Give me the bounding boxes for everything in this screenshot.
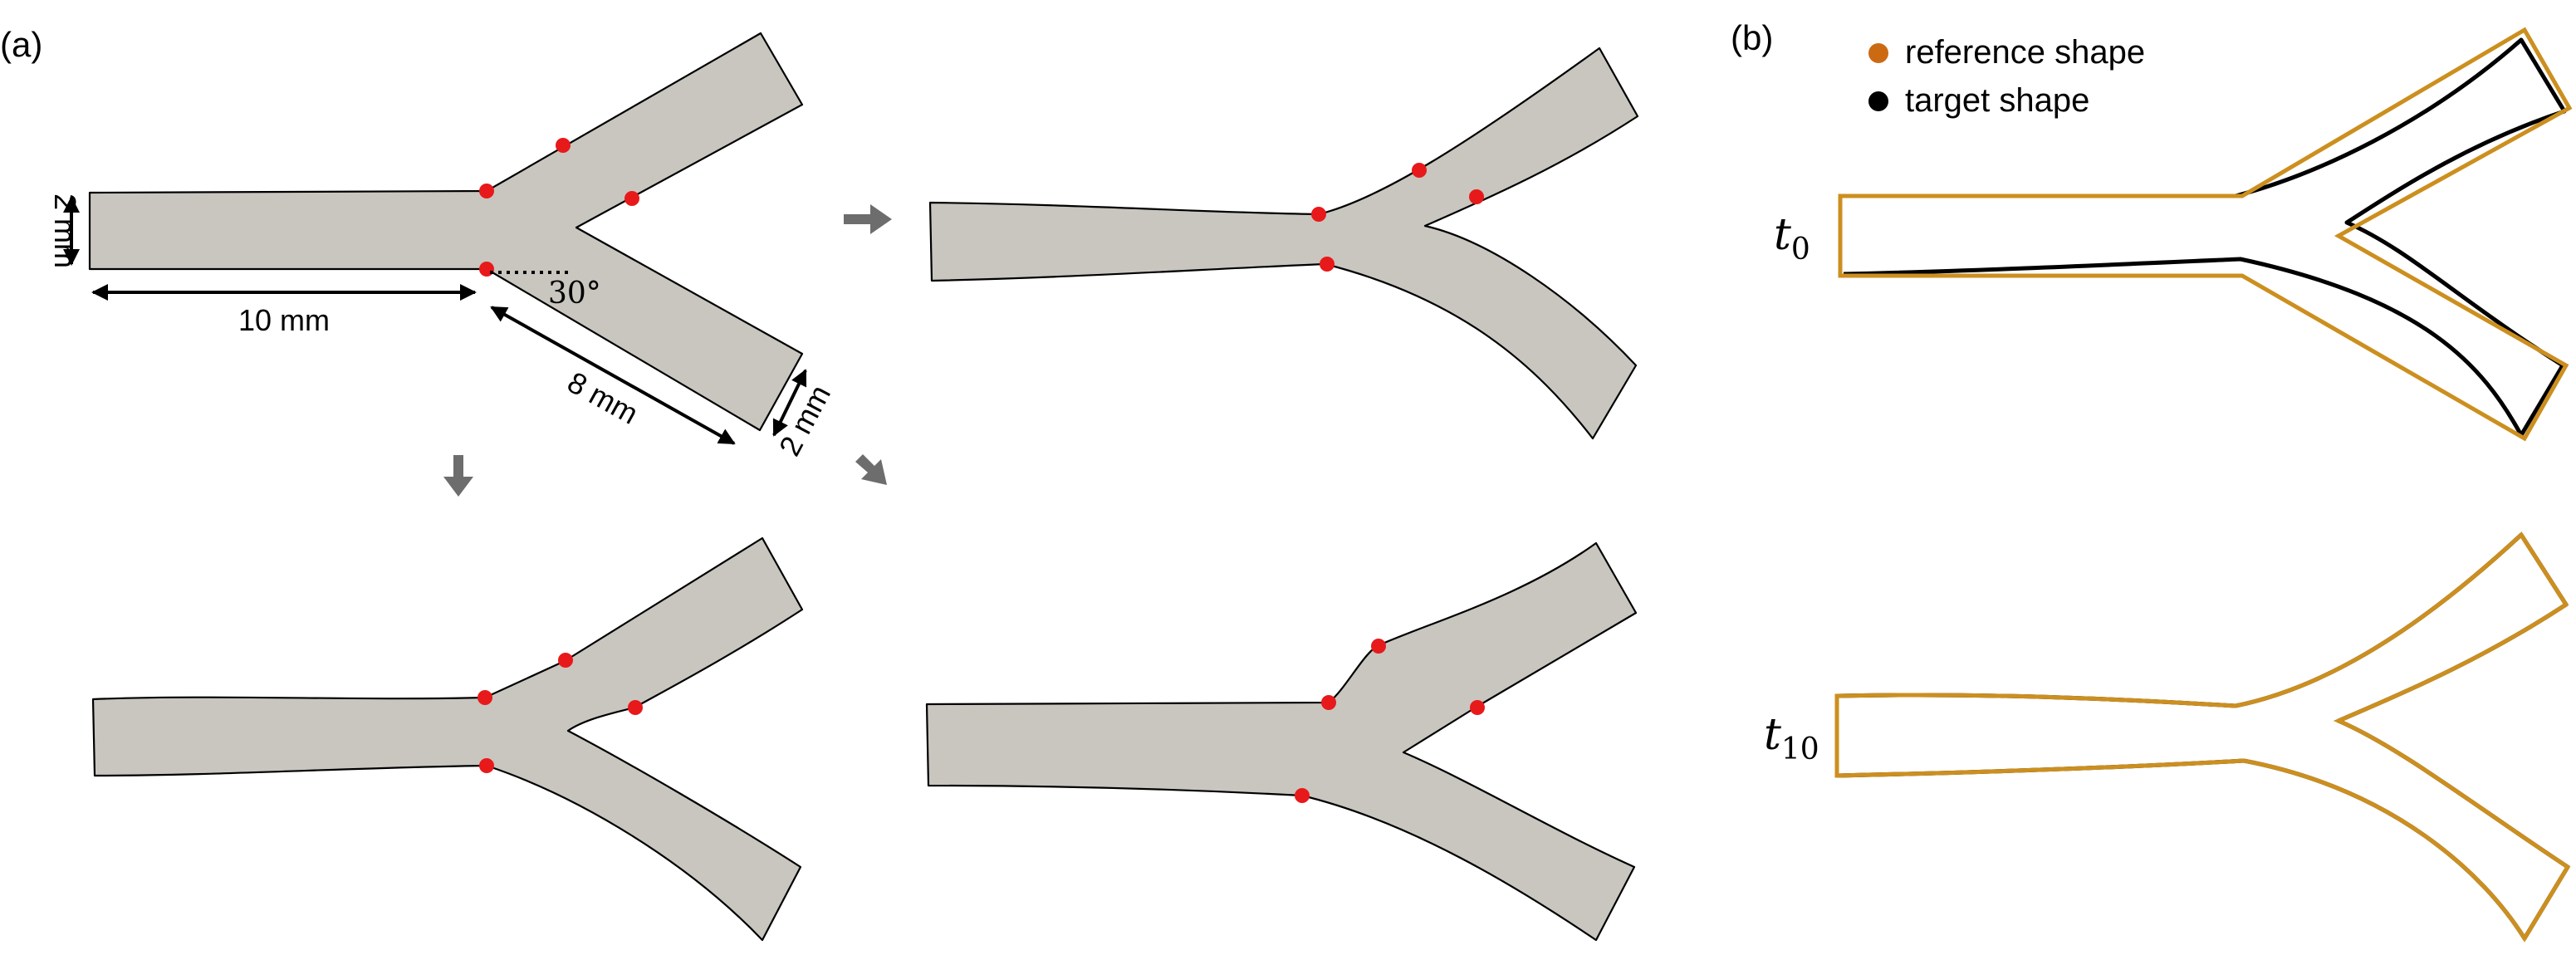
legend-marker-target xyxy=(1868,91,1888,111)
time-label-t0-sub: 0 xyxy=(1791,233,1810,267)
legend-label-reference: reference shape xyxy=(1905,34,2145,71)
panel-a-label: (a) xyxy=(0,25,42,64)
undeformed-y-shape xyxy=(88,32,804,432)
panel-a: (a) 2 mm 10 mm 30° 8 mm 2 mm xyxy=(0,25,1639,942)
legend: reference shape target shape xyxy=(1868,34,2145,119)
time-label-t0: t0 xyxy=(1774,210,1810,267)
legend-label-target: target shape xyxy=(1905,82,2089,119)
deformed-shape-bottom-left xyxy=(91,536,804,942)
time-label-t10-sub: 10 xyxy=(1781,732,1819,766)
deformed-shape-top-right xyxy=(928,47,1639,440)
dim-angle: 30° xyxy=(548,277,601,311)
panel-b-label: (b) xyxy=(1731,18,1773,57)
time-label-t10: t10 xyxy=(1764,710,1819,766)
comparison-t10: t10 xyxy=(1764,531,2571,943)
deformed-shape-bottom-right xyxy=(925,541,1638,942)
panel-b: (b) reference shape target shape t0 t10 xyxy=(1731,18,2573,943)
flow-arrows xyxy=(443,204,892,497)
dim-length-trunk: 10 mm xyxy=(238,303,330,337)
time-label-t0-base: t xyxy=(1774,210,1791,260)
legend-marker-reference xyxy=(1868,43,1888,63)
time-label-t10-base: t xyxy=(1764,710,1781,760)
dim-width-left: 2 mm xyxy=(48,193,82,268)
dim-length-branch: 8 mm xyxy=(562,365,644,430)
comparison-t0: t0 xyxy=(1774,27,2573,442)
